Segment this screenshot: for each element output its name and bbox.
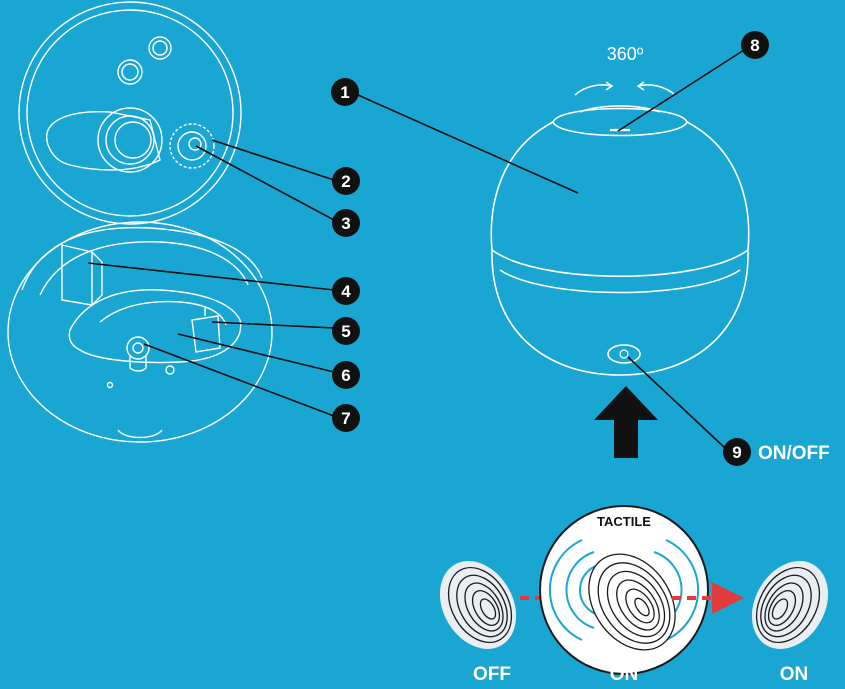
- tactile-button-circle: TACTILE: [540, 506, 708, 674]
- tactile-sequence: TACTILE OFF ON ON: [426, 506, 843, 685]
- rotation-arrows: [575, 82, 675, 95]
- state-label-on-center: ON: [610, 664, 639, 685]
- lid-nozzle: [98, 108, 162, 172]
- callout-5-label: 5: [341, 322, 350, 341]
- callout-7-label: 7: [341, 409, 350, 428]
- callout-5: 5: [332, 317, 360, 345]
- power-button[interactable]: [608, 345, 640, 363]
- lid-top-view: [19, 2, 241, 224]
- top-mist-outlet: [553, 109, 687, 136]
- callout-3: 3: [332, 209, 360, 237]
- callout-1: 1: [331, 78, 359, 106]
- callout-1-label: 1: [340, 83, 349, 102]
- state-label-off: OFF: [473, 664, 511, 685]
- fingerprint-off: [426, 548, 531, 662]
- base-transducer: [127, 337, 149, 359]
- callout-4-label: 4: [341, 282, 351, 301]
- rotation-label: 360º: [607, 44, 644, 64]
- callout-6-label: 6: [341, 366, 350, 385]
- up-arrow: [594, 386, 658, 458]
- callout-7: 7: [332, 404, 360, 432]
- callout-9-label: 9: [732, 443, 741, 462]
- base-top-view: [8, 222, 272, 442]
- fingerprint-on-right: [738, 548, 843, 662]
- callout-6: 6: [332, 361, 360, 389]
- power-label: ON/OFF: [758, 443, 830, 464]
- base-fan-housing: [62, 245, 92, 305]
- humidifier-device: [491, 106, 748, 375]
- state-label-on-right: ON: [780, 664, 809, 685]
- callout-8: 8: [741, 31, 769, 59]
- callout-4: 4: [332, 277, 360, 305]
- callout-2: 2: [332, 167, 360, 195]
- tactile-label: TACTILE: [597, 514, 651, 529]
- callout-2-label: 2: [341, 172, 350, 191]
- callout-3-label: 3: [341, 214, 350, 233]
- callout-9: 9: [723, 438, 751, 466]
- callout-8-label: 8: [750, 36, 759, 55]
- lid-knob: [170, 124, 214, 168]
